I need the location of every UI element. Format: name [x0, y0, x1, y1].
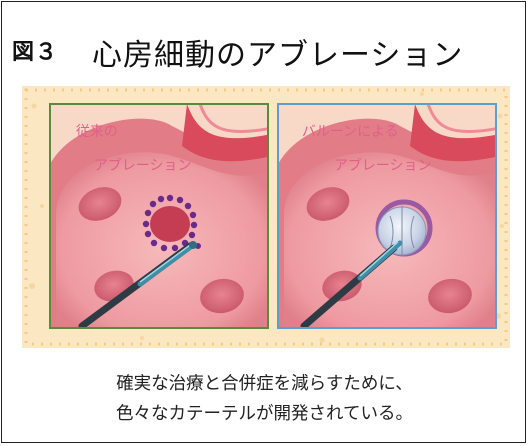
left-panel-label: 従来の アブレーション — [58, 107, 192, 192]
left-panel-label-line2: アブレーション — [76, 158, 192, 174]
right-panel-label: バルーンによる アブレーション — [284, 107, 432, 192]
caption-line1: 確実な治療と合併症を減らすために、 — [0, 370, 529, 395]
left-panel-label-line1: 従来の — [76, 124, 118, 140]
figure-title: 心房細動のアブレーション — [92, 30, 463, 74]
right-panel-label-line1: バルーンによる — [302, 124, 399, 140]
caption-line2: 色々なカテーテルが開発されている。 — [0, 400, 529, 425]
illustration: 従来の アブレーション バルーンによる アブレーション — [22, 86, 510, 348]
figure-number: 図３ — [12, 34, 58, 66]
right-panel-label-line2: アブレーション — [302, 158, 432, 174]
